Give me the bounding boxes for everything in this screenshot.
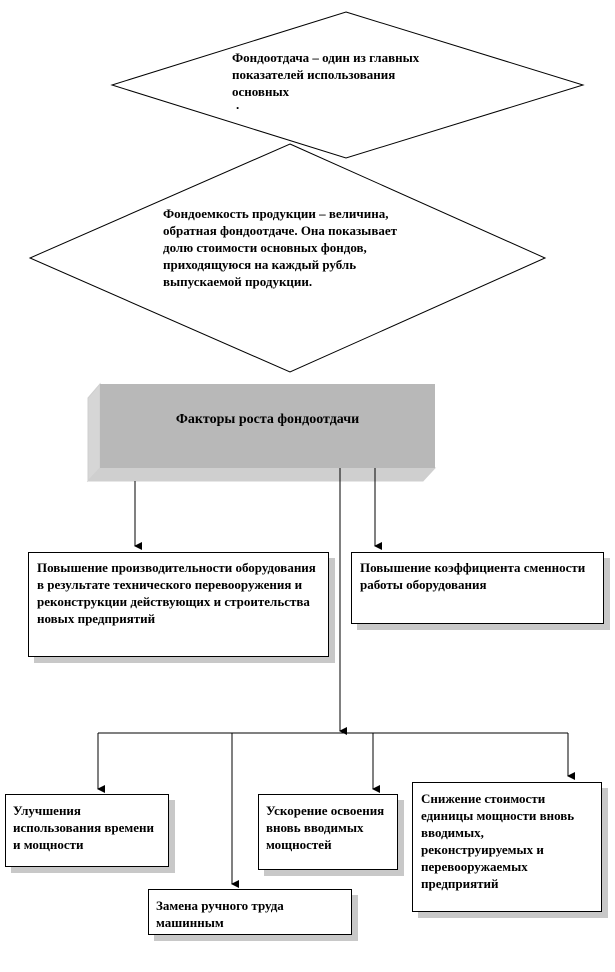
diamond-second-text: Фондоемкость продукции – величина, обрат… <box>163 205 413 290</box>
sub-factor-2-label: Замена ручного труда машинным <box>156 898 284 930</box>
diamond-second-description: – величина, обратная фондоотдаче. Она по… <box>163 206 397 289</box>
header-box-bottom <box>86 467 437 482</box>
header-box-label: Факторы роста фондоотдачи <box>175 412 360 427</box>
sub-factor-box-2: Замена ручного труда машинным <box>148 889 352 935</box>
sub-factor-4-label: Снижение стоимости единицы мощности внов… <box>421 791 575 891</box>
diamond-second-shape <box>28 143 547 373</box>
sub-factor-box-1: Улучшения использования времени и мощнос… <box>5 794 169 867</box>
sub-factor-3-label: Ускорение освоения вновь вводимых мощнос… <box>266 803 385 852</box>
factor-box-right: Повышение коэффициента сменности работы … <box>351 552 604 624</box>
diamond-top-description: – один из главных показателей использова… <box>232 50 420 99</box>
diamond-top-text: Фондоотдача – один из главных показателе… <box>232 49 432 112</box>
sub-factor-1-label: Улучшения использования времени и мощнос… <box>13 803 154 852</box>
factor-right-label: Повышение коэффициента сменности работы … <box>360 560 586 592</box>
diamond-top-term: Фондоотдача <box>232 50 310 65</box>
sub-factor-box-4: Снижение стоимости единицы мощности внов… <box>412 782 602 912</box>
header-box-side <box>87 382 101 483</box>
factor-left-label: Повышение производительности оборудовани… <box>37 560 316 626</box>
diamond-top-shape <box>110 11 585 159</box>
header-box-face <box>100 384 435 468</box>
factor-box-left: Повышение производительности оборудовани… <box>28 552 329 657</box>
sub-factor-box-3: Ускорение освоения вновь вводимых мощнос… <box>258 794 398 870</box>
diamond-top-trailing: . <box>236 97 240 112</box>
diamond-second-term: Фондоемкость продукции <box>163 206 316 221</box>
